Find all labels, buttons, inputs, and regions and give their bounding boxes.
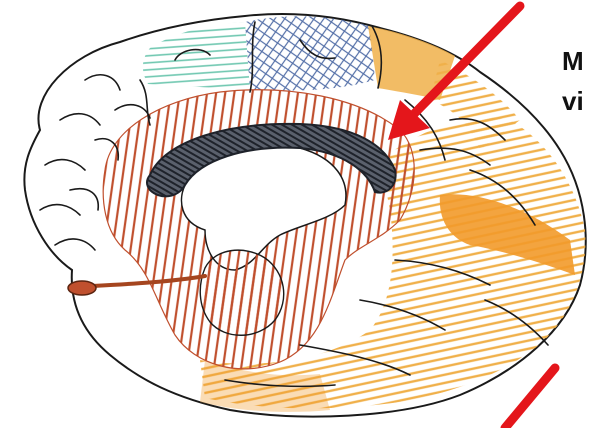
arrow-lower-shaft (505, 368, 555, 428)
blue-crosshatched-region (245, 16, 375, 90)
caption-line-2: vi (562, 86, 584, 116)
olfactory-bulb (68, 281, 96, 295)
parahippocampal-bulge (200, 250, 283, 335)
caption-line-1: M (562, 46, 584, 76)
